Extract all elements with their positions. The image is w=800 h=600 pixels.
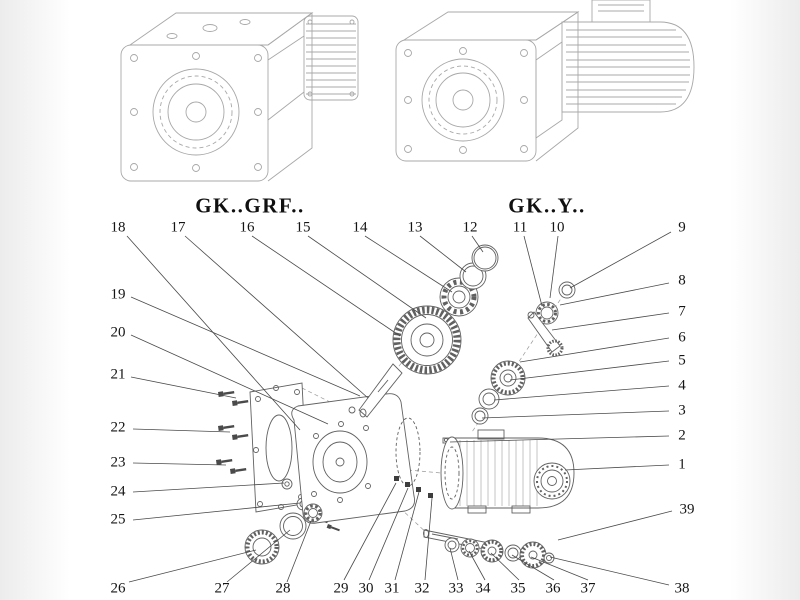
callout-31: 31 — [384, 580, 400, 597]
input-gear-stack — [358, 244, 499, 418]
gearbox-grf-illustration — [120, 12, 359, 182]
callout-15: 15 — [295, 219, 311, 236]
callout-4: 4 — [678, 377, 686, 394]
callout-7: 7 — [678, 303, 686, 320]
callout-8: 8 — [678, 272, 686, 289]
callout-21: 21 — [110, 366, 126, 383]
callout-39: 39 — [679, 501, 695, 518]
callout-22: 22 — [110, 419, 126, 436]
gear-housing — [291, 393, 421, 524]
variant-label-gk-y: GK..Y.. — [508, 193, 586, 218]
callout-34: 34 — [475, 580, 491, 597]
leader-lines — [126, 231, 673, 586]
callout-20: 20 — [110, 324, 126, 341]
callout-12: 12 — [462, 219, 478, 236]
callout-28: 28 — [275, 580, 291, 597]
callout-35: 35 — [510, 580, 526, 597]
callout-2: 2 — [678, 427, 686, 444]
output-shaft-parts — [423, 529, 555, 569]
callout-24: 24 — [110, 483, 126, 500]
callout-18: 18 — [110, 219, 126, 236]
callout-14: 14 — [352, 219, 368, 236]
callout-5: 5 — [678, 352, 686, 369]
callout-6: 6 — [678, 329, 686, 346]
gearbox-y-illustration — [395, 0, 695, 162]
callout-13: 13 — [407, 219, 423, 236]
variant-label-gk-grf: GK..GRF.. — [195, 193, 305, 218]
pinion-stack — [471, 281, 576, 425]
callout-16: 16 — [239, 219, 255, 236]
callout-10: 10 — [549, 219, 565, 236]
callout-30: 30 — [358, 580, 374, 597]
callout-27: 27 — [214, 580, 230, 597]
callout-33: 33 — [448, 580, 464, 597]
callout-3: 3 — [678, 402, 686, 419]
callout-32: 32 — [414, 580, 430, 597]
electric-motor — [440, 429, 575, 514]
callout-26: 26 — [110, 580, 126, 597]
callout-38: 38 — [674, 580, 690, 597]
callout-37: 37 — [580, 580, 596, 597]
callout-1: 1 — [678, 456, 686, 473]
callout-9: 9 — [678, 219, 686, 236]
callout-19: 19 — [110, 286, 126, 303]
callout-29: 29 — [333, 580, 349, 597]
callout-17: 17 — [170, 219, 186, 236]
output-cover-parts — [244, 503, 323, 565]
callout-25: 25 — [110, 511, 126, 528]
callout-36: 36 — [545, 580, 561, 597]
callout-23: 23 — [110, 454, 126, 471]
callout-11: 11 — [512, 219, 528, 236]
exploded-view — [216, 244, 576, 569]
